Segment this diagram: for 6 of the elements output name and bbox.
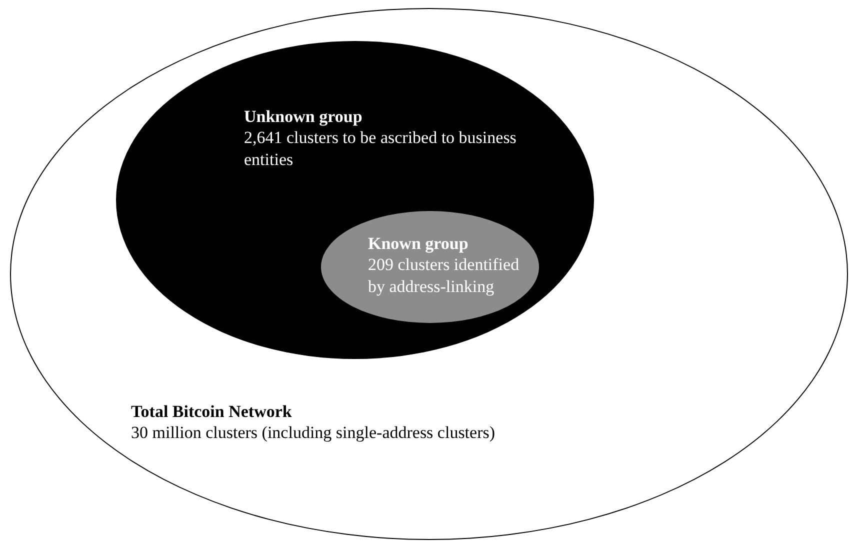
group-description: 209 clusters identified by address-linking xyxy=(368,254,520,297)
group-heading: Total Bitcoin Network xyxy=(131,401,293,422)
group-heading: Unknown group xyxy=(244,106,364,128)
group-description: 2,641 clusters to be ascribed to business entities xyxy=(244,127,518,170)
group-heading: Known group xyxy=(368,233,470,254)
group-description: 30 million clusters (including single-address clusters) xyxy=(131,422,496,444)
